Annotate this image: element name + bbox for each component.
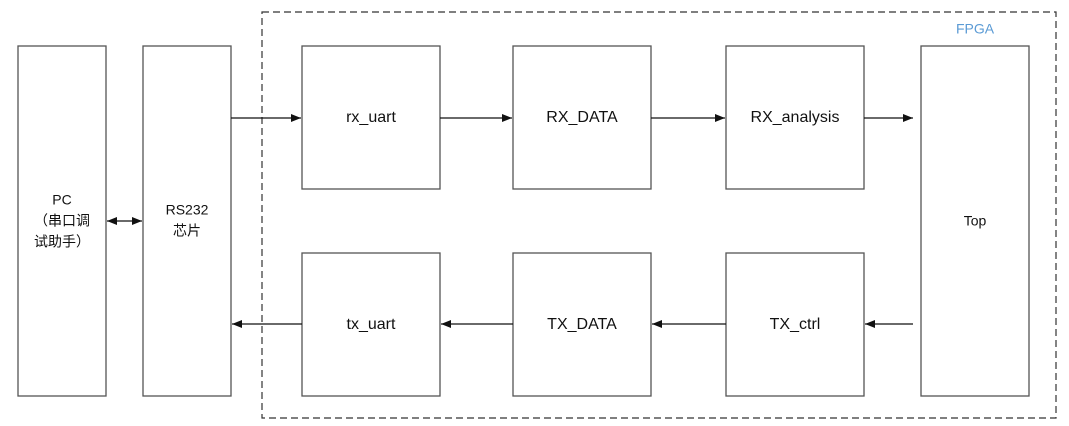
svg-text:RX_DATA: RX_DATA <box>546 109 618 126</box>
tx-data-block: TX_DATA <box>512 252 652 397</box>
tx-uart-block: tx_uart <box>301 252 441 397</box>
svg-text:RX_analysis: RX_analysis <box>751 109 840 126</box>
top-block: Top <box>920 45 1030 397</box>
rx-data-block: RX_DATA <box>512 45 652 190</box>
svg-text:Top: Top <box>964 213 987 229</box>
svg-text:tx_uart: tx_uart <box>347 316 396 333</box>
svg-text:TX_ctrl: TX_ctrl <box>770 316 821 333</box>
rs232-label: RS232 <box>166 202 209 218</box>
fpga-label: FPGA <box>956 21 995 37</box>
rx-uart-block: rx_uart <box>301 45 441 190</box>
pc-label-line2: （串口调 <box>34 213 90 229</box>
rs232-block: RS232 芯片 <box>142 45 232 397</box>
tx-ctrl-block: TX_ctrl <box>725 252 865 397</box>
pc-block: PC （串口调 试助手） <box>17 45 107 397</box>
pc-label: PC <box>52 192 71 208</box>
fpga-boundary <box>261 11 1057 419</box>
pc-label-line3: 试助手） <box>34 234 90 250</box>
svg-text:rx_uart: rx_uart <box>346 109 396 126</box>
svg-text:TX_DATA: TX_DATA <box>547 316 617 333</box>
rs232-label-line2: 芯片 <box>173 223 201 239</box>
rx-analysis-block: RX_analysis <box>725 45 865 190</box>
